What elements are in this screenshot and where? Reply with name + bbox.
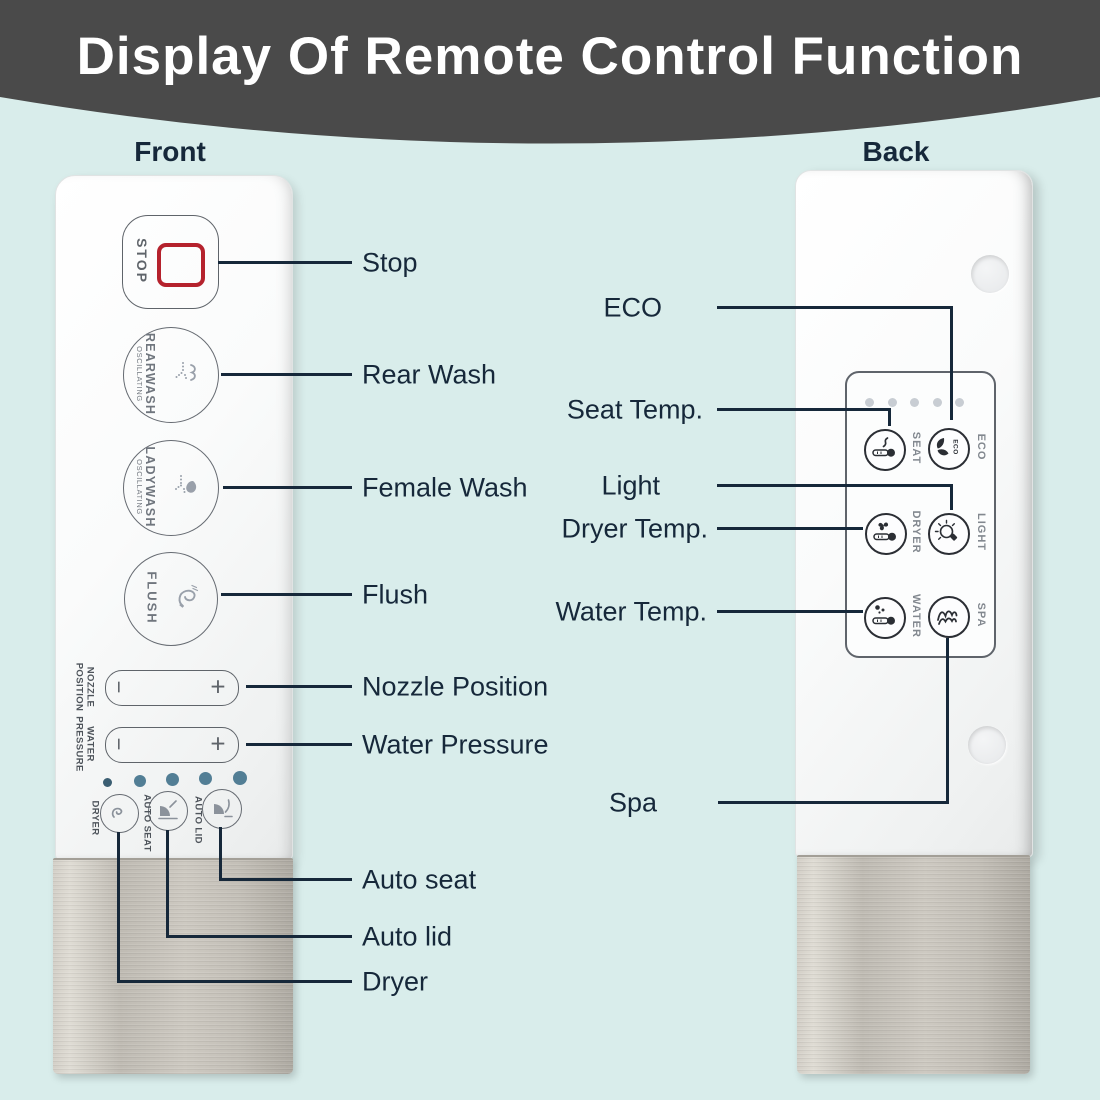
eco-button-inner-label: ECO (951, 439, 959, 455)
back-screw-indent (971, 255, 1009, 293)
seat-temp-icon (870, 435, 897, 462)
auto-lid-button (202, 789, 242, 829)
callout-line-dryer-temp (717, 527, 863, 530)
back-remote-metal-base (797, 855, 1030, 1074)
callout-line-water-temp (717, 610, 863, 613)
flush-button-label: FLUSH (144, 571, 160, 625)
panel-led-dot (865, 398, 874, 407)
rear-wash-spray-icon (173, 358, 203, 388)
panel-led-dot (933, 398, 942, 407)
auto-lid-icon (208, 795, 234, 821)
callout-label-water-pressure: Water Pressure (362, 729, 549, 760)
water-pressure-slider (105, 727, 239, 763)
spa-button (928, 596, 970, 638)
callout-label-spa: Spa (608, 787, 657, 818)
callout-line-rear-wash (221, 373, 352, 376)
back-screw-indent (968, 726, 1006, 764)
led-dot (166, 773, 179, 786)
eco-button (928, 428, 970, 470)
page-title: Display Of Remote Control Function (76, 27, 1024, 86)
flush-button (124, 552, 218, 646)
eco-leaf-icon (931, 435, 955, 459)
callout-label-dryer-temp: Dryer Temp. (561, 513, 708, 544)
callout-line-eco (950, 306, 953, 420)
plus-icon: + (210, 728, 226, 759)
led-dot (103, 778, 112, 787)
callout-label-seat-temp: Seat Temp. (566, 394, 703, 425)
spa-wave-icon (933, 601, 961, 629)
auto-lid-print-label: AUTO LID (192, 796, 204, 844)
light-print-label: LIGHT (975, 513, 988, 551)
spa-print-label: SPA (975, 602, 988, 628)
eco-print-label: ECO (975, 433, 988, 461)
callout-line-water-pressure (246, 743, 352, 746)
callout-line-stop (218, 261, 352, 264)
callout-line-spa (946, 638, 949, 804)
rear-wash-button (123, 327, 219, 423)
callout-line-auto-lid (166, 830, 169, 938)
flush-swirl-icon (173, 582, 203, 612)
callout-line-auto-seat (219, 827, 222, 881)
callout-line-dryer (117, 980, 352, 983)
water-pressure-print-label: WATER PRESSURE (74, 716, 96, 772)
water-print-label: WATER (910, 594, 923, 638)
callout-line-auto-lid (166, 935, 352, 938)
callout-label-eco: ECO (603, 292, 662, 323)
seat-print-label: SEAT (910, 431, 923, 465)
dryer-print-label: DRYER (89, 800, 101, 836)
auto-seat-icon (154, 797, 180, 823)
light-button (928, 513, 970, 555)
callout-line-spa (718, 801, 949, 804)
callout-label-stop: Stop (362, 247, 418, 278)
back-heading: Back (862, 136, 930, 167)
callout-label-auto-lid: Auto lid (362, 921, 453, 952)
dryer-print-label: DRYER (910, 510, 923, 554)
stop-button-label: STOP (133, 238, 150, 284)
female-wash-button (123, 440, 219, 536)
callout-label-light: Light (601, 470, 660, 501)
callout-line-dryer (117, 832, 120, 983)
seat-temp-button (864, 429, 906, 471)
callout-line-eco (717, 306, 953, 309)
nozzle-position-print-label: NOZZLE POSITION (74, 662, 96, 712)
front-remote-metal-base (53, 858, 293, 1074)
led-dot (233, 771, 247, 785)
front-heading: Front (134, 136, 206, 167)
minus-icon: − (106, 737, 132, 751)
led-dot (134, 775, 146, 787)
dryer-temp-icon (871, 519, 898, 546)
led-dot (199, 772, 212, 785)
callout-label-rear-wash: Rear Wash (362, 359, 497, 390)
callout-line-auto-seat (219, 878, 352, 881)
callout-label-female-wash: Female Wash (362, 472, 528, 503)
callout-line-seat-temp (717, 408, 891, 411)
water-temp-icon (870, 603, 897, 630)
panel-led-dot (888, 398, 897, 407)
plus-icon: + (210, 671, 226, 702)
callout-line-female-wash (223, 486, 352, 489)
auto-seat-print-label: AUTO SEAT (141, 794, 153, 852)
callout-label-auto-seat: Auto seat (362, 864, 477, 895)
light-bulb-icon (934, 519, 961, 546)
stop-square-icon (157, 243, 205, 287)
callout-label-dryer: Dryer (362, 966, 428, 997)
callout-line-flush (221, 593, 352, 596)
callout-label-flush: Flush (362, 579, 429, 610)
callout-line-light (717, 484, 953, 487)
rear-wash-button-label: REARWASH OSCILLATING (135, 332, 158, 416)
callout-line-seat-temp (888, 408, 891, 426)
callout-line-light (950, 484, 953, 510)
banner-ribbon (0, 0, 1100, 144)
female-wash-spray-icon (173, 471, 203, 501)
nozzle-position-slider (105, 670, 239, 706)
panel-led-dot (955, 398, 964, 407)
female-wash-button-label: LADYWASH OSCILLATING (135, 446, 158, 528)
dryer-fan-icon (106, 800, 130, 824)
callout-line-nozzle-position (246, 685, 352, 688)
panel-led-dot (910, 398, 919, 407)
callout-label-water-temp: Water Temp. (555, 596, 707, 627)
minus-icon: − (106, 680, 132, 694)
callout-label-nozzle-position: Nozzle Position (362, 671, 549, 702)
